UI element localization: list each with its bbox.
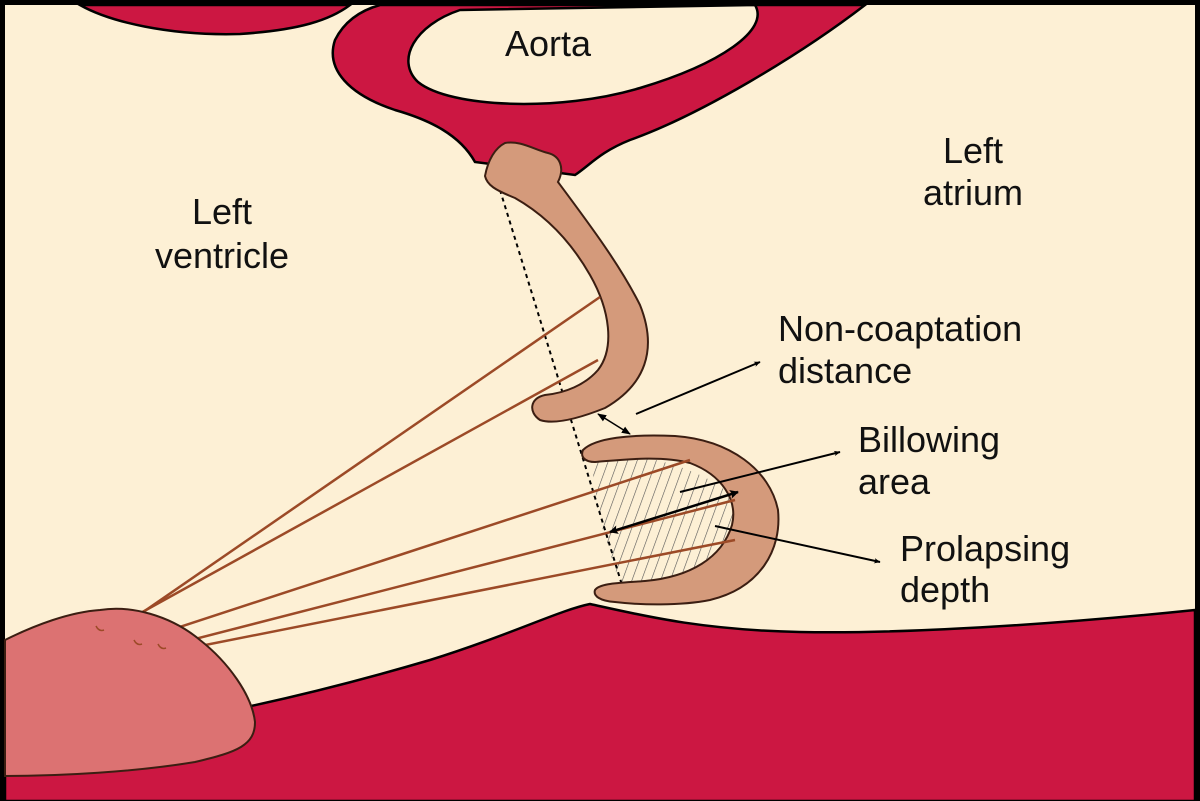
- label-billowing-line1: Billowing: [858, 419, 1000, 460]
- label-left-atrium-line2: atrium: [923, 172, 1023, 213]
- label-left-ventricle-line2: ventricle: [155, 235, 289, 276]
- label-left-atrium-line1: Left: [943, 130, 1003, 171]
- label-prolapsing-line2: depth: [900, 569, 990, 610]
- label-non-coaptation-line1: Non-coaptation: [778, 308, 1022, 349]
- billowing-area-callout-arrow: [679, 450, 841, 493]
- chorda-insertion: [133, 639, 143, 646]
- chorda: [109, 358, 599, 632]
- chorda: [169, 538, 736, 654]
- chorda-insertion: [157, 643, 167, 650]
- posterior-leaflet: [581, 434, 780, 606]
- chordae-tendineae: [109, 295, 736, 654]
- chorda-insertion: [95, 625, 105, 632]
- papillary-muscle: [4, 607, 257, 778]
- aortic-wall: [331, 3, 869, 177]
- anterior-leaflet: [483, 141, 649, 423]
- label-non-coaptation-line2: distance: [778, 350, 912, 391]
- vessel-wall-top-left: [75, 3, 354, 36]
- chorda: [119, 295, 601, 630]
- chordae-insertions: [95, 625, 167, 650]
- label-prolapsing-line1: Prolapsing: [900, 528, 1070, 569]
- prolapsing-depth-callout-arrow: [714, 525, 881, 564]
- label-aorta: Aorta: [505, 23, 592, 64]
- non-coaptation-callout-arrow: [635, 361, 761, 415]
- label-left-ventricle-line1: Left: [192, 191, 252, 232]
- label-billowing-line2: area: [858, 461, 931, 502]
- annular-plane-line: [499, 189, 623, 586]
- chorda: [139, 458, 691, 642]
- prolapsing-depth-measure-arrow: [609, 490, 739, 534]
- non-coaptation-measure-arrow: [597, 413, 631, 435]
